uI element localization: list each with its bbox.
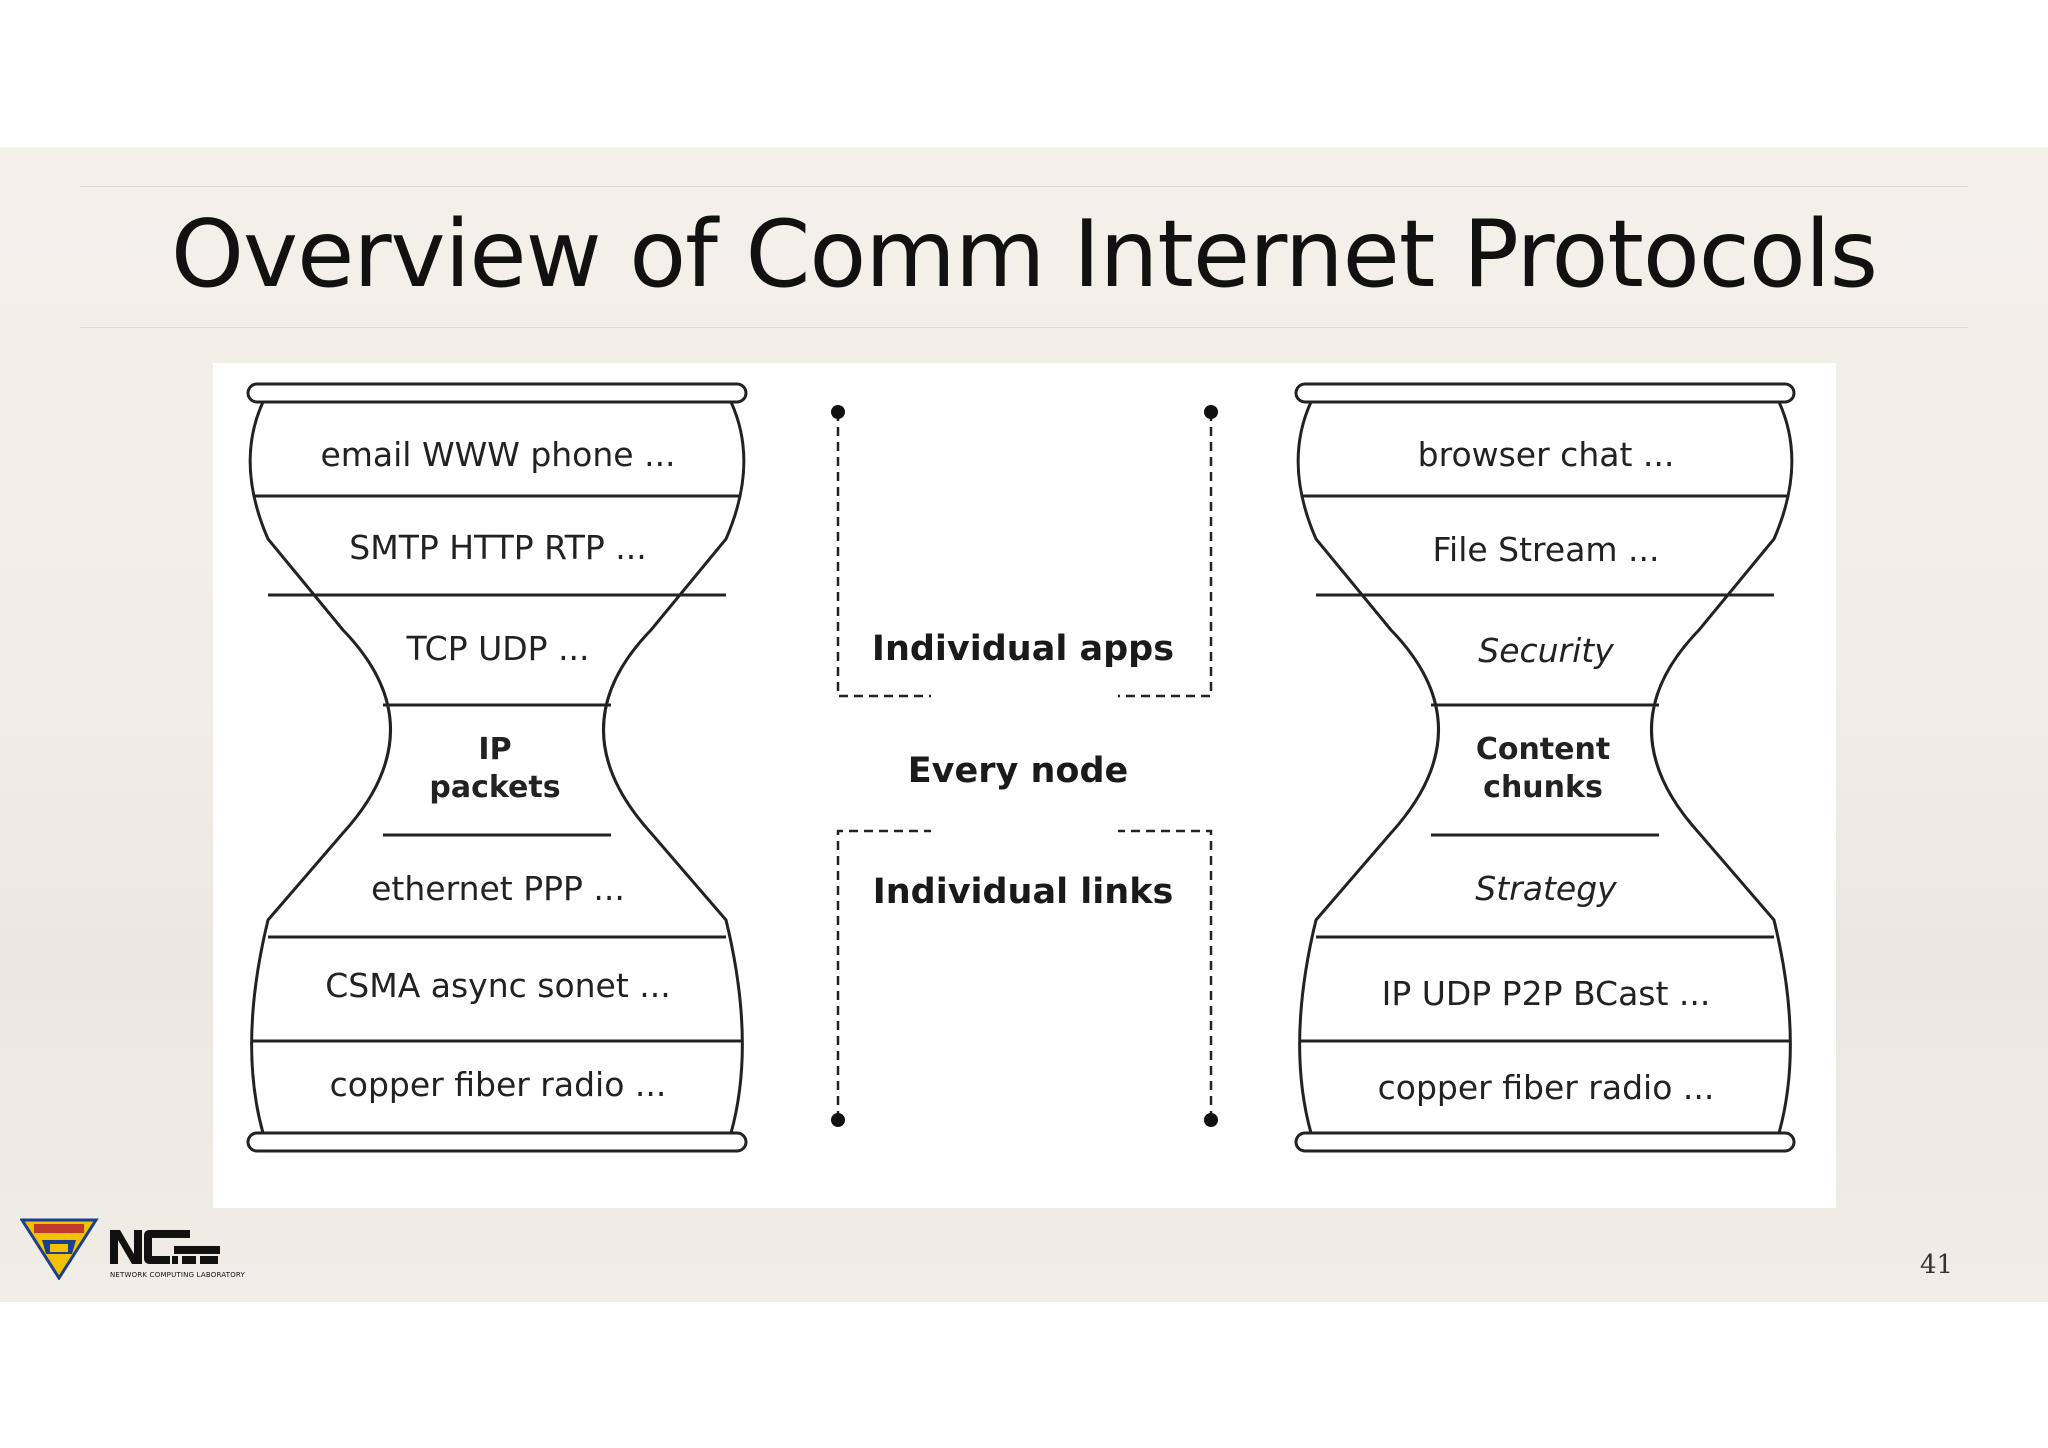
- hourglass-diagram: email WWW phone ... SMTP HTTP RTP ... TC…: [213, 363, 1836, 1208]
- apps-bracket-left: [836, 412, 931, 698]
- right-layer-security: Security: [1478, 631, 1614, 670]
- right-layer-transport: IP UDP P2P BCast ...: [1381, 974, 1711, 1013]
- nclab-logo-mark: [19, 1218, 220, 1281]
- bracket-dot: [831, 1113, 845, 1127]
- right-layer-apps: browser chat ...: [1417, 435, 1675, 474]
- left-layer-apps: email WWW phone ...: [320, 435, 676, 474]
- left-layer-mac: CSMA async sonet ...: [325, 966, 671, 1005]
- bracket-dot: [1204, 1113, 1218, 1127]
- links-bracket-left: [836, 829, 931, 1120]
- right-top-cap: [1294, 382, 1796, 404]
- nclab-logo: [19, 1218, 235, 1285]
- links-bracket-right: [1118, 829, 1213, 1120]
- left-outline-right: [602, 401, 746, 1134]
- title-rule-bottom: [80, 327, 1968, 328]
- right-layer-streams: File Stream ...: [1432, 530, 1660, 569]
- left-layer-transport: TCP UDP ...: [406, 629, 590, 668]
- university-badge-icon: [19, 1218, 99, 1281]
- bracket-dot: [1204, 405, 1218, 419]
- right-layer-physical: copper fiber radio ...: [1377, 1068, 1715, 1107]
- logo-subtitle: NETWORK COMPUTING LABORATORY: [110, 1271, 245, 1279]
- individual-apps-label: Individual apps: [871, 629, 1175, 669]
- right-bottom-cap: [1294, 1131, 1796, 1153]
- title-rule-top: [80, 186, 1968, 187]
- left-layer-link: ethernet PPP ...: [371, 869, 625, 908]
- right-layer-strategy: Strategy: [1475, 869, 1617, 908]
- bracket-dot: [831, 405, 845, 419]
- slide-title: Overview of Comm Internet Protocols: [170, 200, 1878, 308]
- nc-lab-wordmark: [110, 1230, 220, 1264]
- right-outline-right: [1650, 401, 1794, 1134]
- right-outline-left: [1296, 401, 1440, 1134]
- hourglass-drawing: [246, 382, 1796, 1153]
- apps-bracket-right: [1118, 412, 1213, 698]
- left-layer-physical: copper fiber radio ...: [329, 1065, 667, 1104]
- left-top-cap: [246, 382, 748, 404]
- left-outline-left: [248, 401, 392, 1134]
- every-node-label: Every node: [907, 751, 1129, 791]
- page-number: 41: [1920, 1250, 1954, 1280]
- individual-links-label: Individual links: [872, 872, 1174, 912]
- right-layer-content: Content chunks: [1475, 732, 1611, 805]
- left-layer-network: IP packets: [429, 732, 561, 805]
- left-layer-app-protocols: SMTP HTTP RTP ...: [349, 528, 647, 567]
- left-bottom-cap: [246, 1131, 748, 1153]
